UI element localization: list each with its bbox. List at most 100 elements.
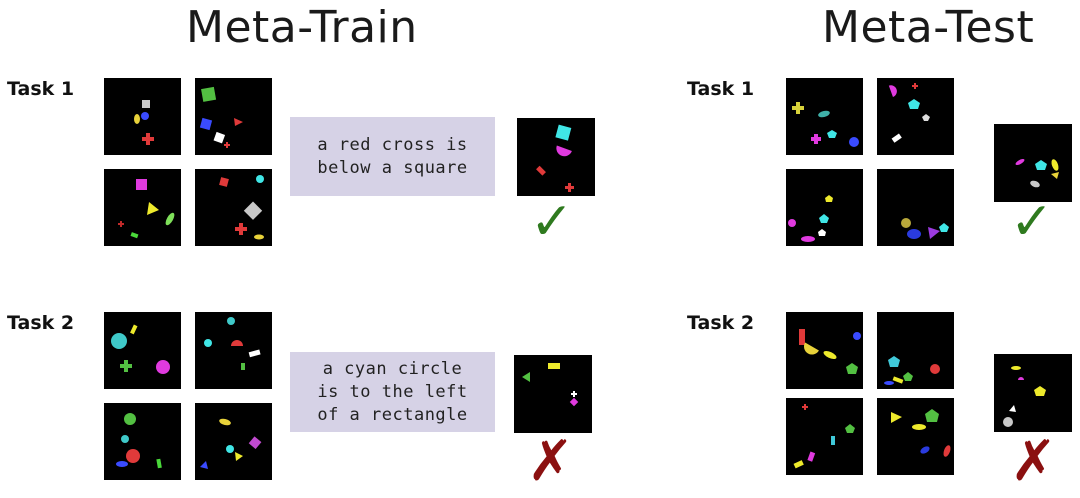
yellow-rectangle-shape [793,460,804,469]
yellow-triangle-shape [891,412,902,423]
magenta-circle-shape [156,360,170,374]
red-ellipse-shape [943,445,951,457]
red-triangle-shape [234,118,243,126]
test-task1-support-image-4 [877,169,954,246]
gray-ellipse-shape [1030,180,1040,188]
teal-ellipse-shape [818,110,830,118]
red-rectangle-shape [536,165,546,176]
magenta-circle-shape [788,219,796,227]
train-task2-support-image-1 [104,312,181,389]
train-task1-support-image-1 [104,78,181,155]
cyan-pentagon-shape [888,356,900,367]
test-task2-support-image-2 [877,312,954,389]
test-task1-query-image [994,124,1072,202]
train-task1-caption: a red cross is below a square [290,117,495,196]
magenta-rectangle-shape [807,451,816,462]
test-task2-support-image-3 [786,398,863,475]
cyan-rectangle-shape [831,436,835,445]
test-task2-incorrect-mark: ✗ [1010,429,1057,494]
cyan-circle-shape [227,317,235,325]
red-cross-shape [118,221,124,227]
train-task1-support-image-2 [195,78,272,155]
white-cross-shape [571,391,577,397]
cyan-circle-shape [226,445,234,453]
gray-circle-shape [1003,417,1013,427]
cyan-pentagon-shape [827,130,837,138]
red-cross-shape [235,223,247,235]
red-cross-shape [142,133,154,145]
train-task2-caption: a cyan circle is to the left of a rectan… [290,352,495,432]
cyan-pentagon-shape [819,214,829,223]
test-task1-support-image-2 [877,78,954,155]
train-task1-label: Task 1 [7,78,75,100]
green-pentagon-shape [903,372,913,381]
red-circle-shape [930,364,940,374]
gray-square-shape [142,100,150,108]
cyan-pentagon-shape [939,223,949,232]
magenta-square-shape [248,436,262,450]
yellow-triangle-shape [1051,172,1059,179]
train-task1-correct-mark: ✓ [530,192,574,252]
train-task2-incorrect-mark: ✗ [527,429,574,494]
magenta-semicircle-shape [556,145,572,157]
test-task1-correct-mark: ✓ [1010,192,1054,252]
blue-ellipse-shape [116,461,128,467]
yellow-triangle-shape [235,452,243,461]
train-task2-query-image [514,355,592,433]
purple-triangle-shape [928,227,940,239]
meta-train-title: Meta-Train [186,2,418,53]
blue-ellipse-shape [907,229,921,239]
cyan-circle-shape [256,175,264,183]
yellow-ellipse-shape [254,234,264,240]
green-rectangle-shape [156,458,162,469]
train-task1-query-image [517,118,595,196]
yellow-rectangle-shape [892,376,904,384]
test-task2-query-image [994,354,1072,432]
train-task1-support-image-4 [195,169,272,246]
red-rectangle-shape [799,329,805,345]
red-circle-shape [126,449,140,463]
magenta-cross-shape [811,134,821,144]
test-task2-label: Task 2 [687,312,755,334]
green-cross-shape [120,360,132,372]
yellow-ellipse-shape [1051,159,1059,171]
green-pentagon-shape [925,409,939,422]
test-task1-support-image-3 [786,169,863,246]
blue-square-shape [199,117,213,131]
green-triangle-shape [522,372,530,382]
yellow-ellipse-shape [219,418,231,426]
yellow-rectangle-shape [548,363,560,369]
teal-circle-shape [121,435,129,443]
train-task2-support-image-4 [195,403,272,480]
test-task2-support-image-4 [877,398,954,475]
white-square-shape [213,131,226,144]
yellow-pentagon-shape [825,195,833,202]
gray-square-shape [243,201,263,220]
test-task1-support-image-1 [786,78,863,155]
red-cross-shape [802,404,808,410]
yellow-rectangle-shape [130,324,138,335]
green-rectangle-shape [241,363,245,370]
white-triangle-shape [1009,405,1016,412]
red-cross-shape [912,83,918,89]
green-ellipse-shape [165,212,175,226]
green-pentagon-shape [845,424,855,433]
cyan-circle-shape [204,339,212,347]
white-pentagon-shape [818,229,826,236]
blue-triangle-shape [200,461,208,469]
yellow-ellipse-shape [912,424,926,430]
blue-ellipse-shape [920,446,930,454]
magenta-semicircle-shape [1018,377,1024,380]
train-task2-support-image-3 [104,403,181,480]
white-rectangle-shape [891,133,902,143]
blue-circle-shape [141,112,149,120]
green-rectangle-shape [130,232,139,239]
cyan-pentagon-shape [908,99,920,109]
red-semicircle-shape [231,340,243,346]
blue-ellipse-shape [884,381,894,385]
yellow-ellipse-shape [1011,366,1021,370]
magenta-square-shape [136,179,147,190]
white-pentagon-shape [922,114,930,121]
blue-circle-shape [853,332,861,340]
white-rectangle-shape [248,349,261,358]
